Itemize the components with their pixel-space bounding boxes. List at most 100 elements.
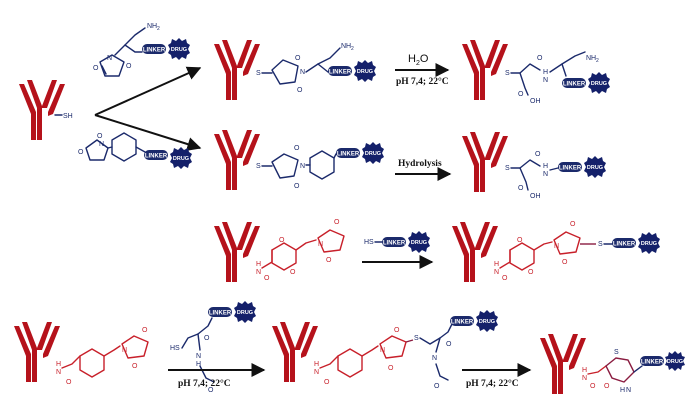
- svg-text:O: O: [562, 259, 568, 266]
- thiosuccinimide-aryl: S O O N: [214, 130, 337, 190]
- antibody-thiol: SH: [19, 80, 73, 140]
- svg-text:N: N: [543, 77, 548, 84]
- svg-text:DRUG: DRUG: [357, 69, 373, 75]
- svg-text:O: O: [264, 275, 270, 282]
- svg-text:O: O: [78, 149, 84, 156]
- svg-text:O: O: [518, 91, 524, 98]
- antibody-dioxane-maleimide: H N O O O N O O: [214, 219, 345, 282]
- svg-text:DRUG: DRUG: [641, 241, 657, 247]
- svg-text:2: 2: [596, 58, 599, 64]
- water-label: H2O: [408, 53, 429, 67]
- svg-text:LINKER: LINKER: [209, 311, 232, 317]
- linker-drug-2: LINKER DRUG: [144, 147, 192, 169]
- svg-text:DRUG: DRUG: [479, 319, 495, 325]
- svg-text:S: S: [505, 165, 510, 172]
- svg-text:N: N: [122, 347, 127, 354]
- svg-text:LINKER: LINKER: [383, 241, 406, 247]
- svg-text:LINKER: LINKER: [329, 70, 352, 76]
- svg-text:LINKER: LINKER: [641, 360, 664, 366]
- svg-text:O: O: [294, 145, 300, 152]
- svg-text:H: H: [494, 261, 499, 268]
- svg-text:N: N: [626, 387, 631, 394]
- linker-drug-1: LINKER DRUG: [142, 38, 190, 60]
- svg-text:N: N: [318, 241, 323, 248]
- sh-label: SH: [63, 113, 73, 120]
- ph-condition-1: pH 7,4; 22°C: [396, 76, 449, 87]
- svg-text:H: H: [543, 69, 548, 76]
- svg-text:S: S: [256, 163, 261, 170]
- svg-text:S: S: [414, 335, 419, 342]
- svg-text:S: S: [598, 241, 603, 248]
- thiosuccinimide-alkyl: S O O N NH 2: [214, 40, 354, 100]
- reagent-alkyl-maleimide: N O O NH 2: [93, 23, 160, 77]
- svg-text:O: O: [208, 387, 214, 394]
- svg-text:N: N: [314, 369, 319, 376]
- svg-text:O: O: [604, 383, 610, 390]
- svg-text:H: H: [314, 361, 319, 368]
- svg-text:H: H: [56, 361, 61, 368]
- svg-text:O: O: [590, 383, 596, 390]
- svg-text:S: S: [614, 349, 619, 356]
- svg-text:S: S: [256, 70, 261, 77]
- svg-text:H: H: [196, 361, 201, 368]
- svg-text:N: N: [300, 163, 305, 170]
- svg-text:HS: HS: [170, 345, 180, 352]
- dioxane-thiosuccinimide-conjugate: H N O O O N O O S: [452, 221, 613, 282]
- svg-text:N: N: [380, 347, 385, 354]
- svg-text:O: O: [518, 185, 524, 192]
- linker-drug-8: LINKER DRUG: [612, 232, 660, 254]
- hydration-step: H2O pH 7,4; 22°C: [395, 53, 450, 87]
- svg-text:OH: OH: [530, 193, 541, 200]
- svg-text:O: O: [294, 183, 300, 190]
- svg-text:N: N: [196, 353, 201, 360]
- svg-text:N: N: [494, 269, 499, 276]
- conjugation-step: pH 7,4; 22°C: [168, 363, 266, 389]
- linker-drug-3: LINKER DRUG: [328, 60, 376, 82]
- linker-drug-11: LINKER DRUG: [640, 351, 685, 371]
- svg-text:N: N: [300, 69, 305, 76]
- svg-text:LINKER: LINKER: [337, 152, 360, 158]
- hydrolyzed-aryl-conjugate: S O H N OH O: [462, 132, 559, 200]
- svg-text:O: O: [290, 269, 296, 276]
- svg-text:LINKER: LINKER: [145, 154, 168, 160]
- svg-text:DRUG: DRUG: [171, 47, 187, 53]
- svg-text:O: O: [295, 55, 301, 62]
- linker-drug-7: LINKER DRUG: [382, 231, 430, 253]
- svg-text:NH: NH: [341, 43, 351, 50]
- reagent-aryl-maleimide: O O N: [78, 132, 146, 162]
- svg-text:S: S: [505, 70, 510, 77]
- svg-text:O: O: [297, 87, 303, 94]
- svg-text:DRUG: DRUG: [365, 151, 381, 157]
- svg-text:N: N: [56, 369, 61, 376]
- hydrolysis-label: Hydrolysis: [398, 159, 442, 169]
- svg-text:O: O: [570, 221, 576, 228]
- linker-drug-6: LINKER DRUG: [558, 156, 606, 178]
- svg-text:2: 2: [157, 26, 160, 32]
- ph-condition-2: pH 7,4; 22°C: [178, 378, 231, 389]
- svg-text:O: O: [446, 341, 452, 348]
- linker-drug-9: LINKER DRUG: [208, 301, 256, 323]
- svg-text:O: O: [142, 327, 148, 334]
- svg-text:HS: HS: [364, 239, 374, 246]
- svg-text:N: N: [432, 355, 437, 362]
- svg-text:LINKER: LINKER: [563, 82, 586, 88]
- svg-text:O: O: [326, 257, 332, 264]
- svg-text:N: N: [99, 141, 104, 148]
- svg-text:O: O: [394, 327, 400, 334]
- svg-text:O: O: [204, 335, 210, 342]
- svg-text:H: H: [582, 367, 587, 374]
- svg-text:DRUG: DRUG: [411, 240, 427, 246]
- rearrangement-step: pH 7,4; 22°C: [462, 363, 532, 389]
- n-label: N: [107, 55, 112, 62]
- hydrolysis-step: Hydrolysis: [395, 159, 452, 181]
- svg-text:OH: OH: [530, 98, 541, 105]
- amine-label: NH: [147, 23, 157, 30]
- hydrolyzed-alkyl-conjugate: S O H N OH O NH 2: [462, 40, 599, 105]
- svg-text:N: N: [554, 243, 559, 250]
- svg-text:H: H: [620, 387, 625, 394]
- svg-text:O: O: [334, 219, 340, 226]
- svg-text:O: O: [517, 237, 523, 244]
- thiazine-conjugate: H N O S H N O: [540, 334, 643, 394]
- svg-text:O: O: [324, 379, 330, 386]
